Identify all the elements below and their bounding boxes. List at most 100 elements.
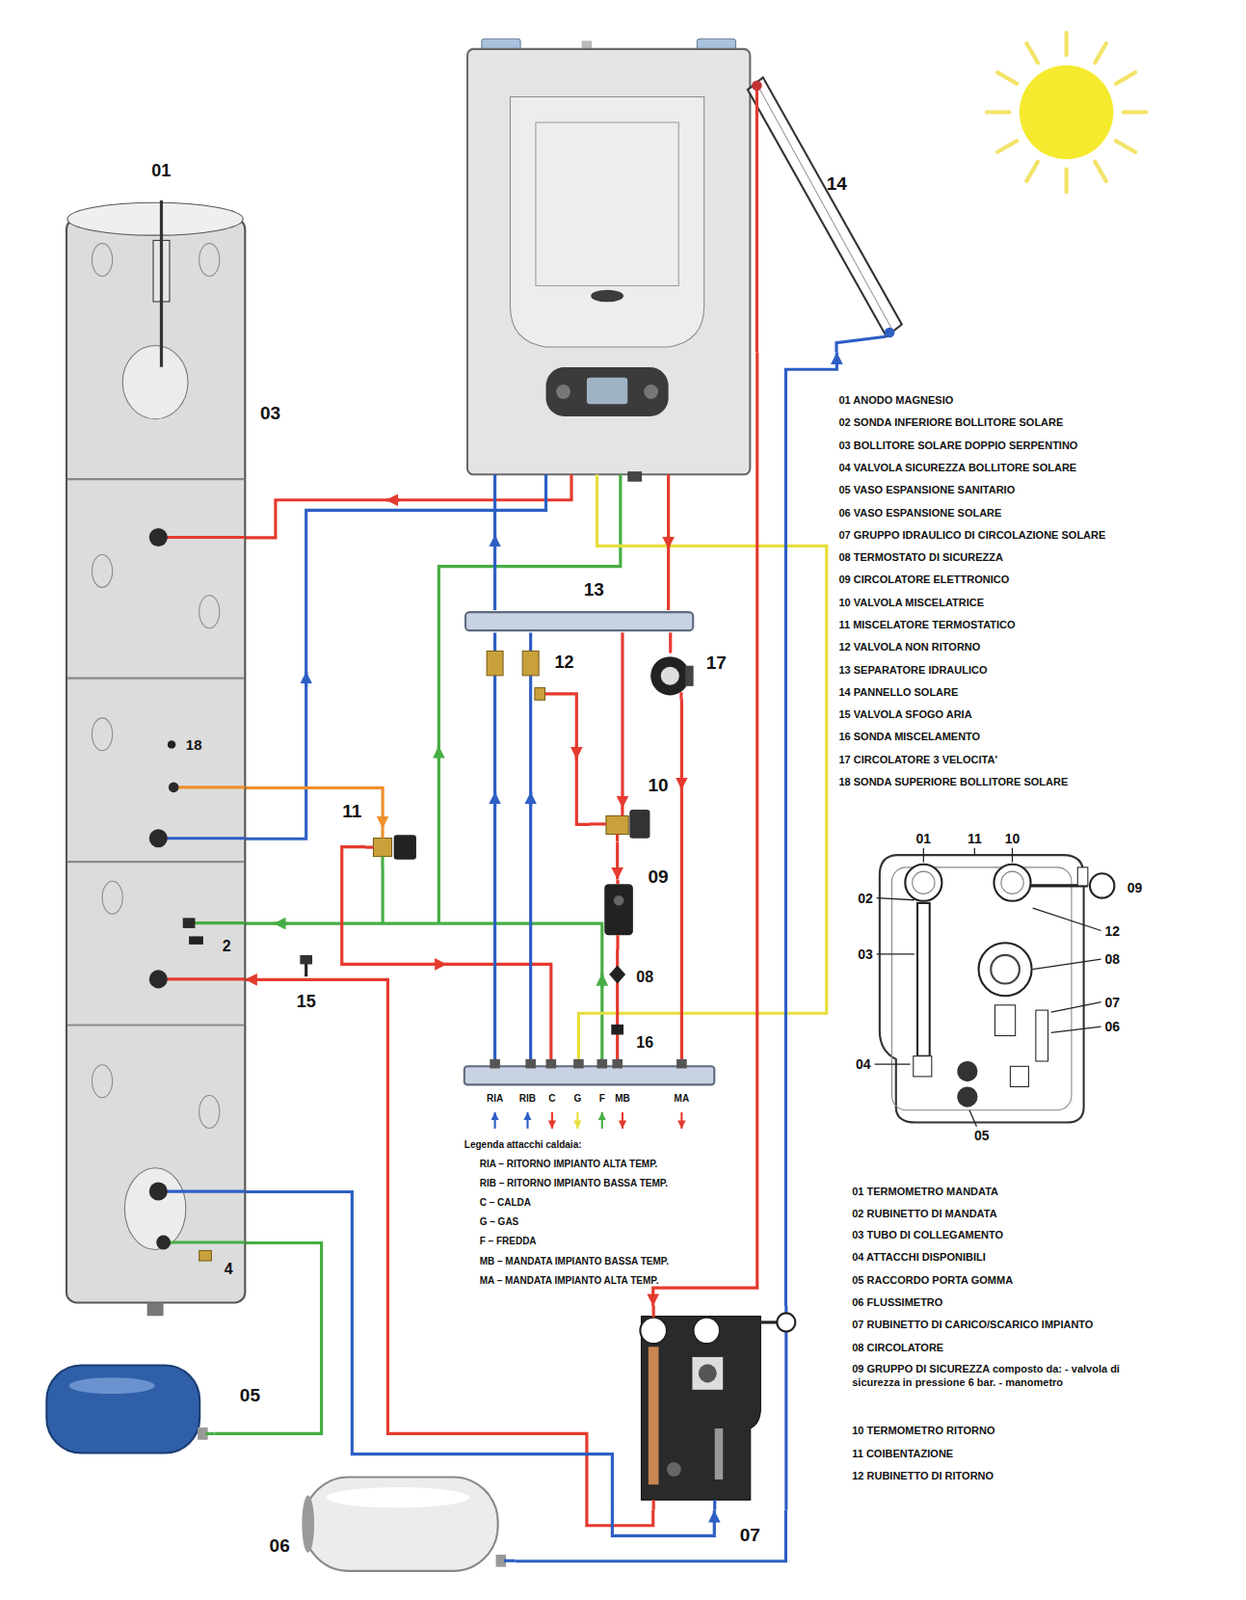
mixer-body (373, 837, 393, 856)
parts-list-item: 06 VASO ESPANSIONE SOLARE (838, 506, 1002, 520)
callout-number: 10 (1005, 830, 1021, 848)
circulator-pump-shape (647, 653, 694, 700)
valve-body (606, 816, 629, 835)
callout-number: 18 (185, 736, 203, 754)
pipe-stub (615, 934, 619, 950)
callout-number: 02 (857, 889, 874, 906)
hydraulic-separator-shape (464, 609, 694, 633)
valve-actuator (629, 810, 650, 840)
tank-detail (198, 595, 219, 629)
circulator-body (612, 894, 624, 905)
callout-number: 08 (636, 968, 654, 987)
callout-number: 17 (706, 652, 727, 675)
tank-connection (149, 829, 168, 849)
pipe-stub (620, 807, 624, 816)
callout-number: 03 (857, 945, 874, 962)
safety-gauge (776, 1313, 796, 1332)
callout-number: 16 (636, 1033, 654, 1052)
parts-list-item: 07 RUBINETTO DI CARICO/SCARICO IMPIANTO (851, 1319, 1093, 1332)
pipe-stub (381, 855, 385, 868)
tank-detail (198, 243, 219, 277)
tank-connection (149, 970, 168, 989)
callout-number: 07 (1104, 993, 1120, 1010)
expansion-vessel: 05 (40, 1356, 214, 1459)
pipe-connector (615, 841, 619, 879)
callout-number: 09 (1127, 879, 1143, 897)
separator-body (465, 611, 693, 631)
tank-detail (198, 1095, 219, 1129)
pipe-stub (651, 1499, 655, 1511)
pipe-stub (381, 828, 385, 839)
legend-text: C – CALDA (479, 1196, 531, 1209)
safety-link (760, 1320, 778, 1324)
tank-connection (149, 528, 168, 547)
parts-list-item: 01 TERMOMETRO MANDATA (851, 1185, 999, 1198)
tank-detail (91, 1064, 112, 1098)
thermostatic-mixer-shape (365, 828, 419, 868)
expansion-vessel-shape (295, 1468, 516, 1576)
parts-list-item: 05 VASO ESPANSIONE SANITARIO (838, 484, 1015, 498)
parts-list-item: 02 RUBINETTO DI MANDATA (851, 1207, 997, 1220)
tank-connection (183, 918, 196, 929)
callout-number: 01 (151, 160, 171, 183)
circulator-body (604, 883, 634, 935)
pipe-stub (158, 535, 245, 539)
parts-list-item: 09 GRUPPO DI SICUREZZA composto da: - va… (851, 1362, 1139, 1388)
pump-body (651, 656, 690, 695)
connection-code: RIB (519, 1092, 536, 1105)
parts-list-item: 12 VALVOLA NON RITORNO (838, 641, 981, 655)
legend-heading: Legenda attacchi caldaia: (464, 1139, 583, 1151)
tap (665, 1461, 681, 1477)
mixing-valve-shape (589, 807, 652, 842)
pipe-stub (589, 822, 607, 826)
legend-text: RIB – RITORNO IMPIANTO BASSA TEMP. (479, 1177, 668, 1190)
pipe-connector (244, 787, 383, 828)
pipe-stub (784, 1305, 788, 1511)
tank-band (67, 677, 244, 680)
drain (146, 1302, 163, 1317)
flange (122, 345, 188, 420)
pipe-stub (713, 1499, 716, 1511)
solar-tank: 03 (66, 198, 245, 1316)
callout-number: 09 (647, 866, 668, 889)
solar-circulation-group: 07 (633, 1305, 796, 1511)
legend-text: MB – MANDATA IMPIANTO BASSA TEMP. (479, 1255, 669, 1268)
panel-frame (747, 77, 902, 337)
callout-number: 10 (647, 774, 668, 797)
boiler (467, 38, 750, 481)
parts-list-item: 10 TERMOMETRO RITORNO (851, 1425, 995, 1438)
legend-text: MA – MANDATA IMPIANTO ALTA TEMP. (479, 1274, 660, 1287)
connection-code: MB (614, 1092, 631, 1105)
pipe-stub (651, 1305, 655, 1318)
callout-number: 06 (1104, 1018, 1120, 1035)
pipe-stub (615, 834, 619, 842)
solar-group-detail (874, 848, 1115, 1127)
thermostatic-mixer: 11 (365, 828, 419, 868)
callout-number: 12 (555, 652, 575, 674)
parts-list-item: 05 RACCORDO PORTA GOMMA (851, 1273, 1013, 1287)
gauge (692, 1317, 720, 1345)
callout-number: 13 (583, 579, 605, 602)
parts-list-item: 03 BOLLITORE SOLARE DOPPIO SERPENTINO (838, 439, 1078, 452)
pipes (244, 474, 827, 1066)
connection-code: MA (674, 1092, 690, 1105)
pipe-stub (158, 837, 245, 841)
callout-number: 04 (855, 1056, 872, 1073)
legend-text: F – FREDDA (479, 1235, 537, 1247)
vessel-highlight (69, 1377, 156, 1394)
pipe-stub (158, 978, 245, 981)
pipe-stub (365, 845, 373, 849)
sensor (188, 936, 204, 945)
callout-number: 01 (916, 830, 932, 848)
parts-list-item: 03 TUBO DI COLLEGAMENTO (851, 1228, 1004, 1242)
hydraulic-separator: 13 (464, 609, 694, 633)
parts-list-item: 10 VALVOLA MISCELATRICE (838, 596, 984, 610)
group-pump (691, 1356, 723, 1390)
pipe-stub (836, 336, 886, 352)
parts-list-item: 08 CIRCOLATORE (851, 1341, 944, 1354)
pipe-stub (188, 921, 245, 925)
panel-port (751, 80, 763, 92)
mixing-valve: 10 (589, 807, 652, 842)
callout-number: 4 (224, 1259, 234, 1278)
solar-circulation-group-shape (633, 1305, 796, 1511)
